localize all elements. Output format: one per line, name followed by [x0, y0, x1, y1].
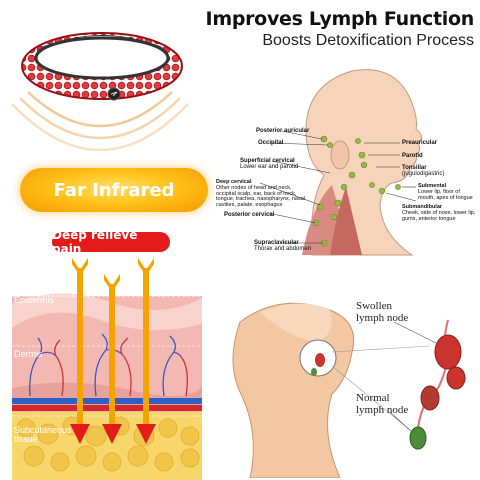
head-lymph-anatomy: [259, 69, 422, 256]
skin-cross-section: [12, 258, 202, 480]
label-preauricular: Preauricular: [402, 140, 438, 146]
label-swollen-lymph-node: Swollen lymph node: [356, 300, 409, 325]
heat-wave-icon: [11, 91, 189, 152]
page-title: Improves Lymph Function: [205, 8, 475, 30]
pain-relief-badge: Deep relieve pain: [52, 228, 170, 256]
label-normal-lymph-node: Normal lymph node: [356, 392, 409, 417]
infrared-arrow-icon: [70, 258, 156, 444]
epidermis-label: Epidermis: [14, 295, 55, 305]
far-infrared-label: Far Infrared: [53, 179, 175, 201]
label-parotid: Parotid: [402, 153, 423, 159]
label-tonsillar: Tonsillar(jugulodigastric): [402, 165, 445, 178]
dermis-label: Dermis: [14, 349, 43, 359]
bracelet-illustration: [11, 32, 189, 152]
neck-lymph-node-illustration: [232, 302, 466, 478]
label-posterior-cervical: Posterior cervical: [224, 212, 275, 218]
subcutaneous-label: Subcutaneous tissue: [14, 425, 72, 444]
label-posterior-auricular: Posterior auricular: [256, 128, 310, 134]
pain-relief-label: Deep relieve pain: [52, 228, 138, 256]
page-subtitle: Boosts Detoxification Process: [262, 32, 474, 49]
label-occipital: Occipital: [258, 140, 284, 146]
bracelet-logo-icon: [107, 87, 121, 101]
far-infrared-badge: Far Infrared: [20, 168, 208, 212]
